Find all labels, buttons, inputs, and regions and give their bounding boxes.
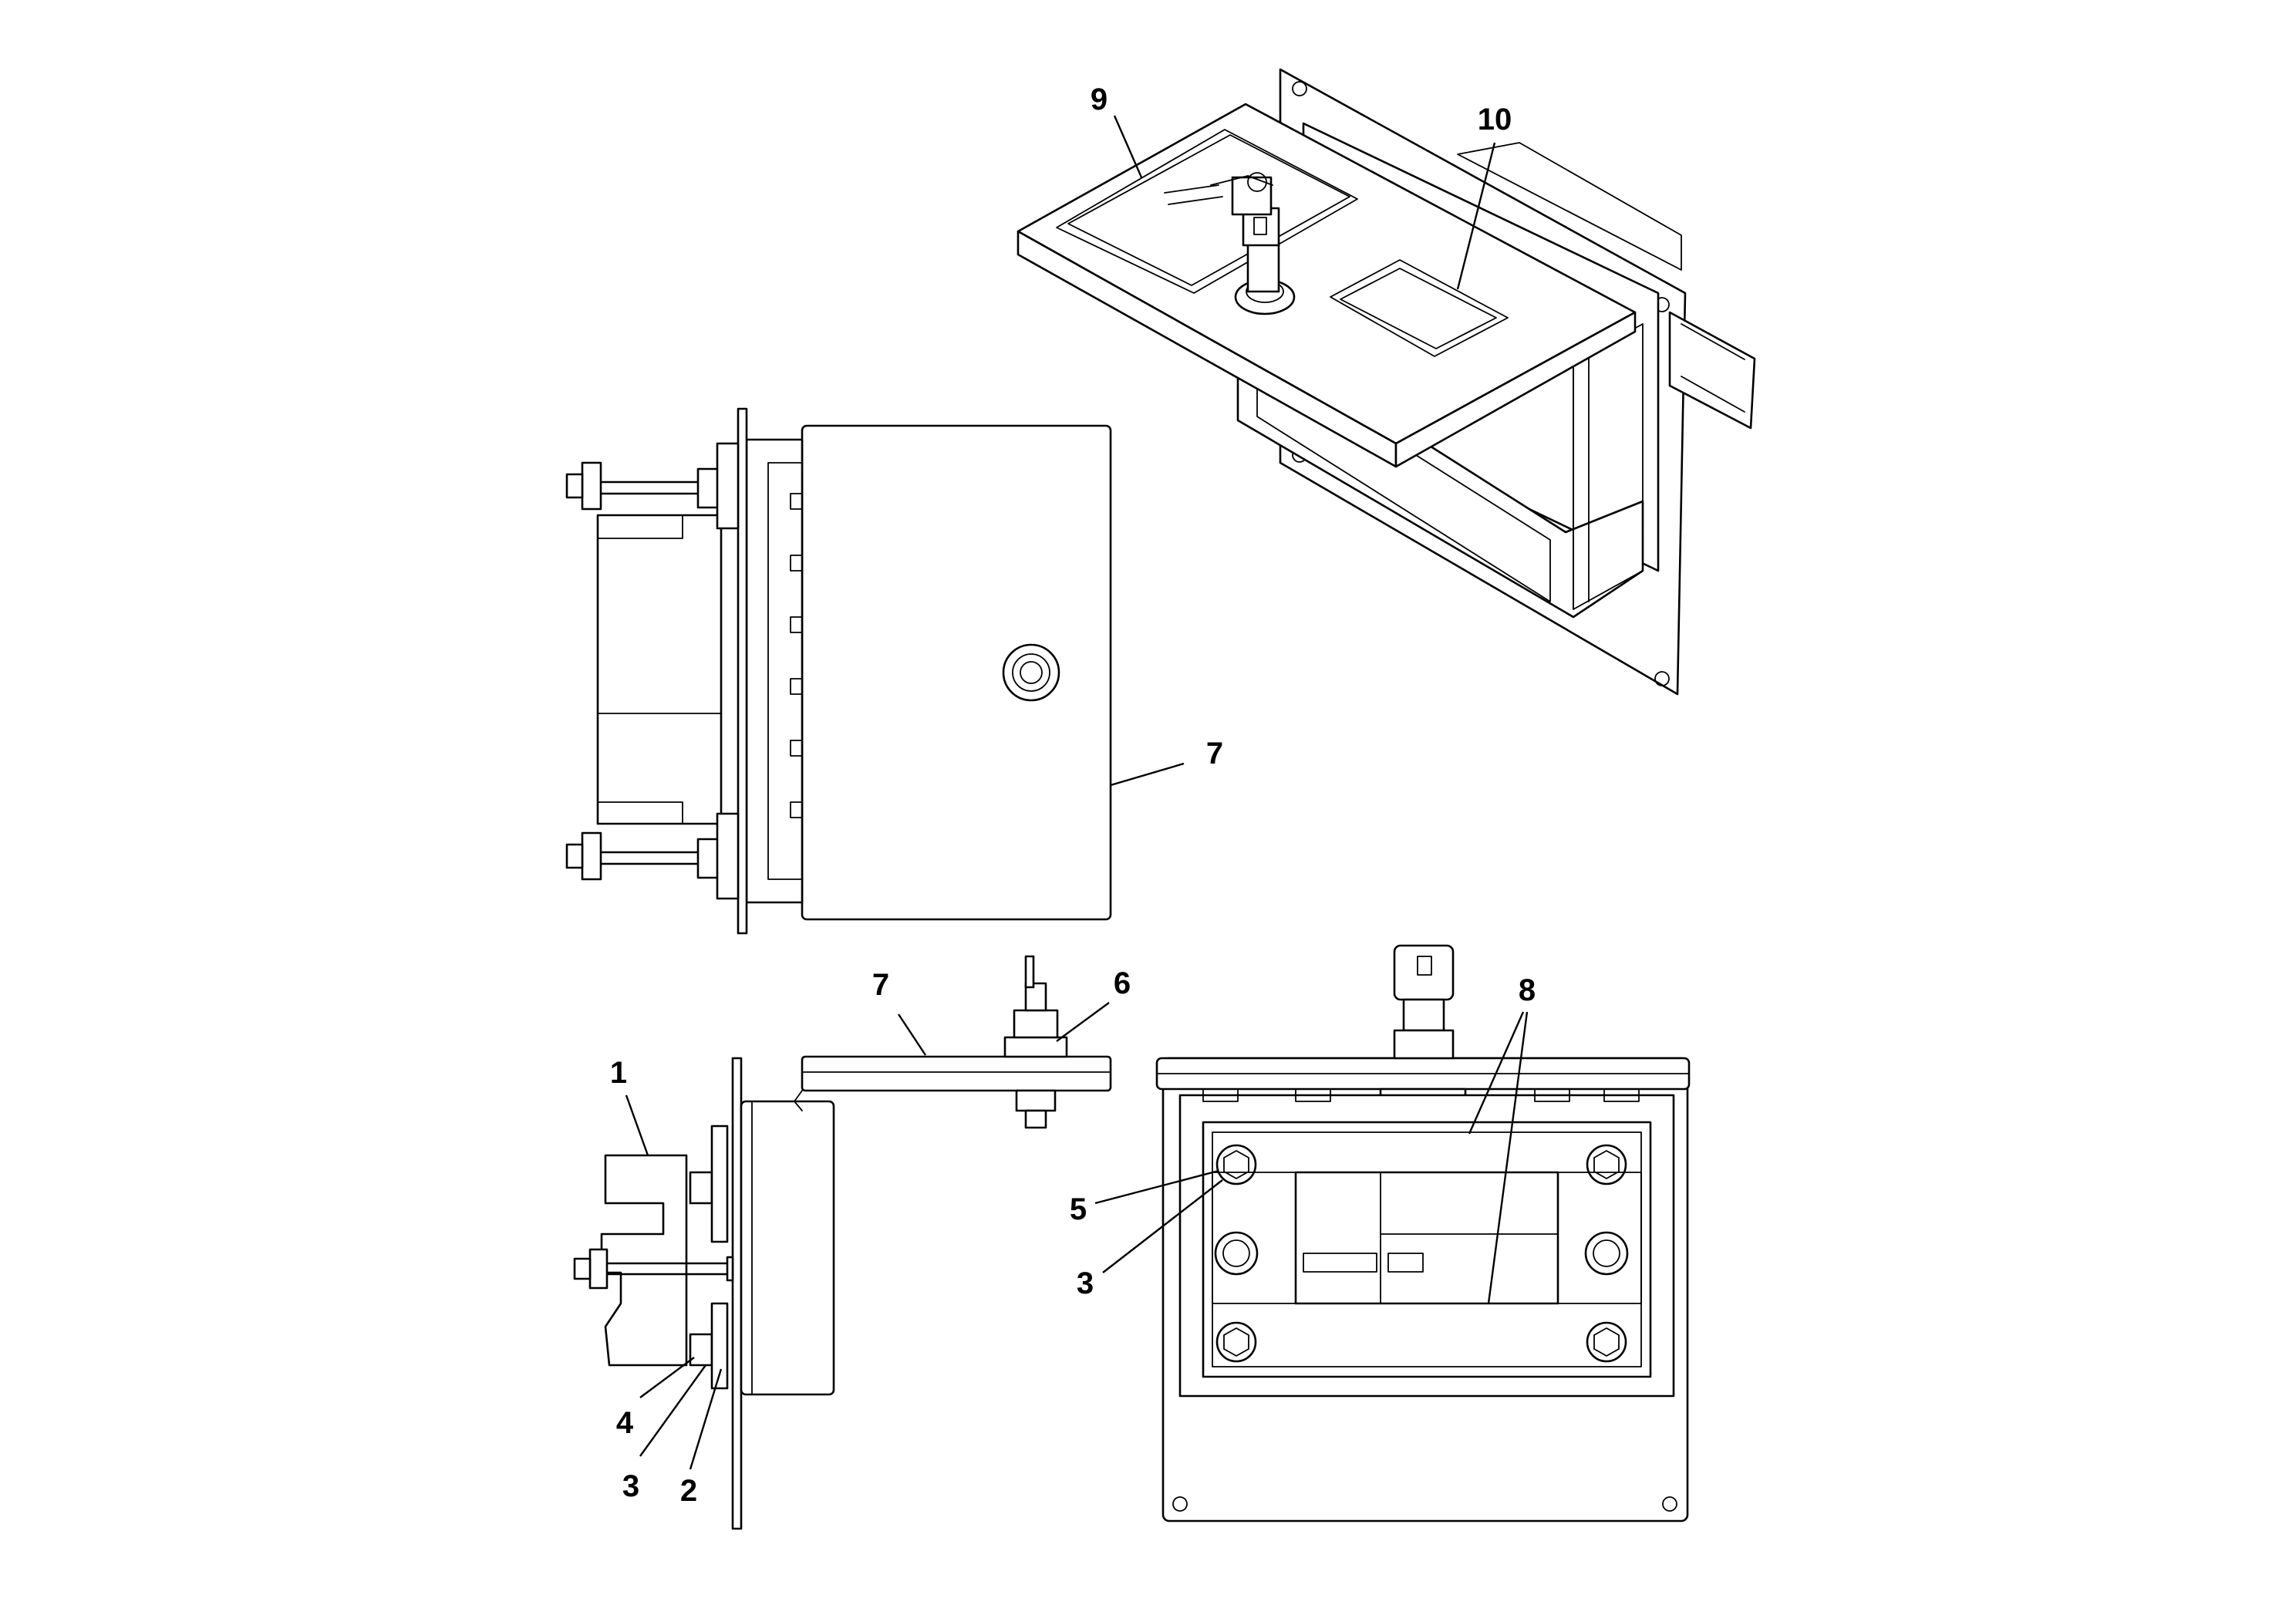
callout-3-front: 3	[1077, 1266, 1094, 1300]
leader-lines	[625, 115, 1529, 1470]
callout-8: 8	[1519, 973, 1536, 1007]
hex-bolt-bottom-left	[1215, 1321, 1257, 1363]
side-view	[565, 407, 1112, 935]
callouts: 9 10 7 7 6 8 1 5 3 4 3 2	[610, 83, 1536, 1508]
round-bolt-right	[1584, 1231, 1629, 1276]
callout-4: 4	[616, 1406, 634, 1440]
callout-6: 6	[1114, 966, 1131, 1000]
callout-2: 2	[680, 1474, 697, 1508]
callout-1: 1	[610, 1056, 627, 1090]
callout-7-side: 7	[1206, 737, 1223, 771]
section-view	[573, 955, 1112, 1530]
hex-bolt-bottom-right	[1586, 1321, 1627, 1363]
round-bolt-left	[1214, 1231, 1259, 1276]
callout-5: 5	[1070, 1192, 1087, 1226]
isometric-view	[1017, 68, 1756, 696]
callout-3-section: 3	[622, 1469, 639, 1503]
callout-10: 10	[1478, 103, 1512, 137]
callout-9: 9	[1091, 83, 1108, 116]
hex-bolt-top-left	[1215, 1144, 1257, 1185]
callout-7-section: 7	[872, 968, 889, 1002]
hex-bolt-top-right	[1586, 1144, 1627, 1185]
front-view	[1155, 944, 1691, 1523]
